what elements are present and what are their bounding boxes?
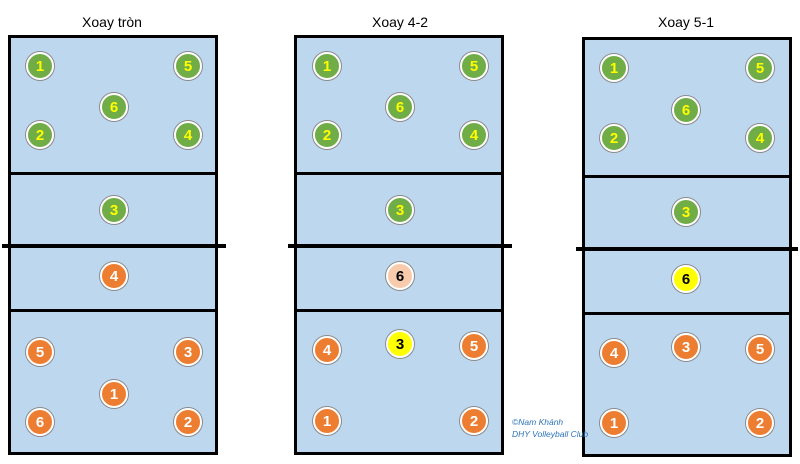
attack-line-bottom <box>8 309 218 312</box>
player-bottom-1: 1 <box>313 407 341 435</box>
player-top-1: 1 <box>600 54 628 82</box>
player-top-3: 3 <box>100 196 128 224</box>
attack-line-top <box>582 175 792 178</box>
player-bottom-4: 4 <box>600 339 628 367</box>
diagram-title: Xoay tròn <box>82 14 142 30</box>
player-bottom-1: 1 <box>600 409 628 437</box>
credit-club: DHY Volleyball Club <box>512 429 589 439</box>
credit-author: ©Nam Khánh <box>512 417 564 427</box>
player-bottom-2: 2 <box>746 409 774 437</box>
player-bottom-6: 6 <box>26 408 54 436</box>
diagram-title: Xoay 5-1 <box>657 14 715 30</box>
player-bottom-3: 3 <box>672 333 700 361</box>
attack-line-bottom <box>582 312 792 315</box>
diagram-title: Xoay 4-2 <box>371 14 429 30</box>
player-top-6: 6 <box>672 96 700 124</box>
player-top-2: 2 <box>26 121 54 149</box>
net <box>288 244 512 248</box>
player-top-4: 4 <box>174 121 202 149</box>
player-bottom-2: 2 <box>460 407 488 435</box>
player-top-2: 2 <box>600 124 628 152</box>
net <box>576 247 798 251</box>
player-bottom-5: 5 <box>746 335 774 363</box>
player-top-5: 5 <box>746 54 774 82</box>
player-bottom-5: 5 <box>26 338 54 366</box>
player-bottom-6: 6 <box>386 262 414 290</box>
player-bottom-1: 1 <box>100 380 128 408</box>
player-bottom-2: 2 <box>174 408 202 436</box>
player-top-3: 3 <box>672 198 700 226</box>
player-top-2: 2 <box>313 121 341 149</box>
player-top-5: 5 <box>460 52 488 80</box>
credit-watermark: ©Nam Khánh DHY Volleyball Club <box>512 416 588 440</box>
player-top-4: 4 <box>746 124 774 152</box>
attack-line-top <box>8 172 218 175</box>
attack-line-bottom <box>294 309 504 312</box>
player-top-5: 5 <box>174 52 202 80</box>
player-bottom-4: 4 <box>100 262 128 290</box>
player-top-3: 3 <box>386 196 414 224</box>
player-top-4: 4 <box>460 121 488 149</box>
player-top-1: 1 <box>26 52 54 80</box>
attack-line-top <box>294 172 504 175</box>
player-bottom-3: 3 <box>174 338 202 366</box>
player-top-6: 6 <box>386 93 414 121</box>
player-bottom-4: 4 <box>313 336 341 364</box>
net <box>2 244 226 248</box>
player-top-1: 1 <box>313 52 341 80</box>
player-bottom-3: 3 <box>386 330 414 358</box>
player-bottom-5: 5 <box>460 332 488 360</box>
player-bottom-6: 6 <box>672 265 700 293</box>
player-top-6: 6 <box>100 93 128 121</box>
